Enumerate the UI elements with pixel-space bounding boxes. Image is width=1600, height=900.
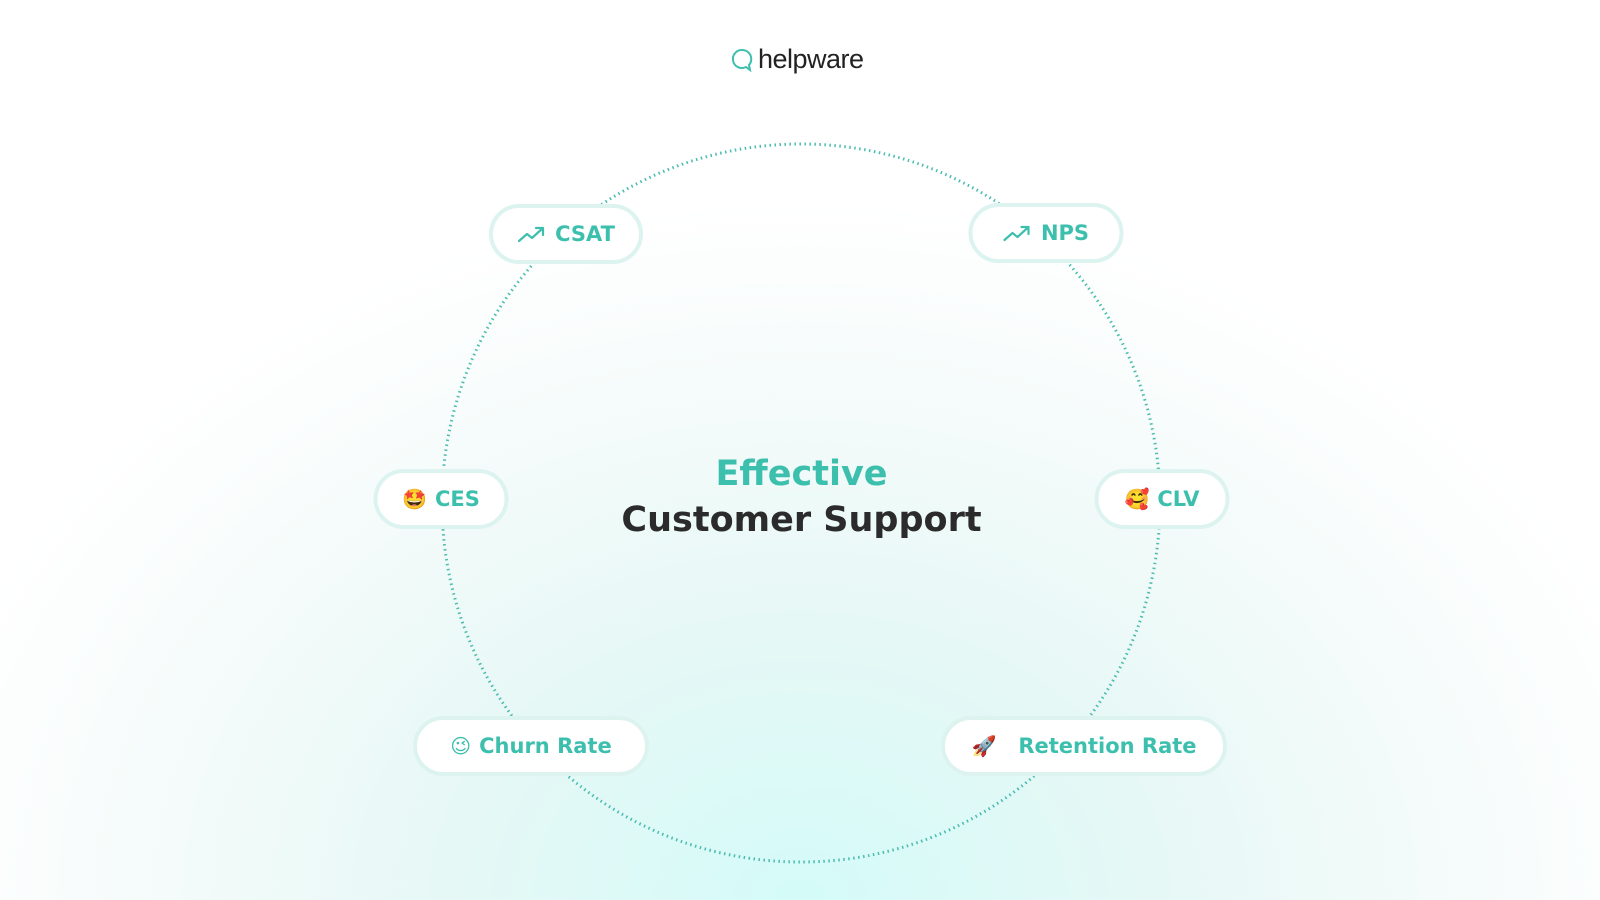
metric-clv: 🥰 CLV <box>1094 469 1230 529</box>
metric-churn-rate: 😉 Churn Rate <box>413 716 649 776</box>
smiling-hearts-emoji-icon: 🥰 <box>1124 487 1150 511</box>
speech-bubble-icon <box>731 48 753 72</box>
metric-label: CES <box>435 487 480 511</box>
star-struck-emoji-icon: 🤩 <box>402 487 427 511</box>
metric-label: Churn Rate <box>479 734 612 758</box>
logo-text: helpware <box>758 44 864 74</box>
metric-csat: CSAT <box>489 204 643 264</box>
metric-label: NPS <box>1040 221 1090 245</box>
metric-retention-rate: 🚀 Retention Rate <box>941 716 1227 776</box>
helpware-logo: helpware <box>730 44 864 75</box>
center-title-accent: Effective <box>715 454 888 494</box>
trend-up-icon <box>1003 223 1033 243</box>
metric-label: CSAT <box>555 222 615 246</box>
center-title: Customer Support <box>621 500 982 540</box>
winking-emoji-icon: 😉 <box>450 734 472 758</box>
trend-up-icon <box>517 224 547 244</box>
metric-nps: NPS <box>968 203 1124 263</box>
metric-label: Retention Rate <box>1018 734 1197 758</box>
rocket-emoji-icon: 🚀 <box>971 734 997 758</box>
metric-label: CLV <box>1157 487 1200 511</box>
metric-ces: 🤩 CES <box>373 469 509 529</box>
